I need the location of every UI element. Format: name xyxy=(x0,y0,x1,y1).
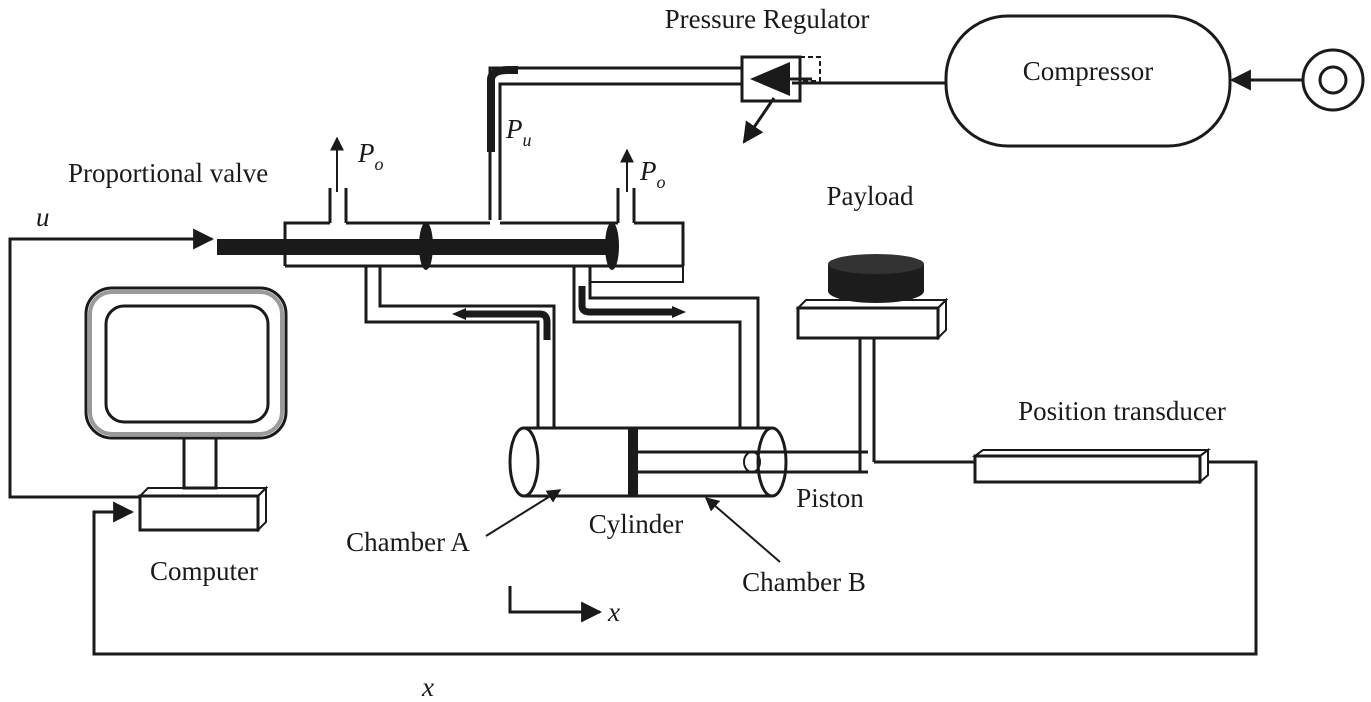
chamber-b-label: Chamber B xyxy=(742,567,866,597)
piston xyxy=(628,428,868,496)
payload-mass xyxy=(828,254,924,303)
position-transducer-label: Position transducer xyxy=(1018,396,1226,426)
valve-spool xyxy=(217,222,619,270)
compressor-label: Compressor xyxy=(1023,56,1154,86)
position-transducer xyxy=(972,448,1211,485)
pressure-regulator xyxy=(740,55,821,144)
supply-pressure-symbol: Pu xyxy=(505,114,532,150)
pipe-to-chamber-b xyxy=(572,266,760,428)
proportional-valve-label: Proportional valve xyxy=(68,158,268,188)
cylinder xyxy=(508,426,788,498)
proportional-valve-body xyxy=(283,136,685,268)
feedback-line xyxy=(92,460,1258,656)
computer-monitor xyxy=(84,286,288,490)
control-signal-line xyxy=(8,228,215,499)
computer-label: Computer xyxy=(150,556,258,586)
compressor-tank xyxy=(944,14,1232,148)
control-u-symbol: u xyxy=(36,202,50,232)
chamber-b-pointer xyxy=(704,497,781,563)
supply-pipe xyxy=(487,66,742,220)
piston-label: Piston xyxy=(796,483,864,513)
cylinder-label: Cylinder xyxy=(589,509,684,539)
exhaust-pressure-symbol-left: Po xyxy=(357,138,384,174)
displacement-x-symbol: x xyxy=(607,597,620,627)
supply-source-icon xyxy=(1301,48,1365,112)
exhaust-pressure-symbol-right: Po xyxy=(639,156,666,192)
chamber-a-pointer xyxy=(485,489,562,537)
pressure-regulator-label: Pressure Regulator xyxy=(665,4,870,34)
payload-stand xyxy=(795,297,949,472)
feedback-x-symbol: x xyxy=(421,672,434,702)
displacement-axis xyxy=(508,586,603,623)
payload-label: Payload xyxy=(827,181,914,211)
chamber-a-label: Chamber A xyxy=(346,527,470,557)
computer-base xyxy=(137,485,269,533)
pipe-to-chamber-a xyxy=(364,266,556,428)
